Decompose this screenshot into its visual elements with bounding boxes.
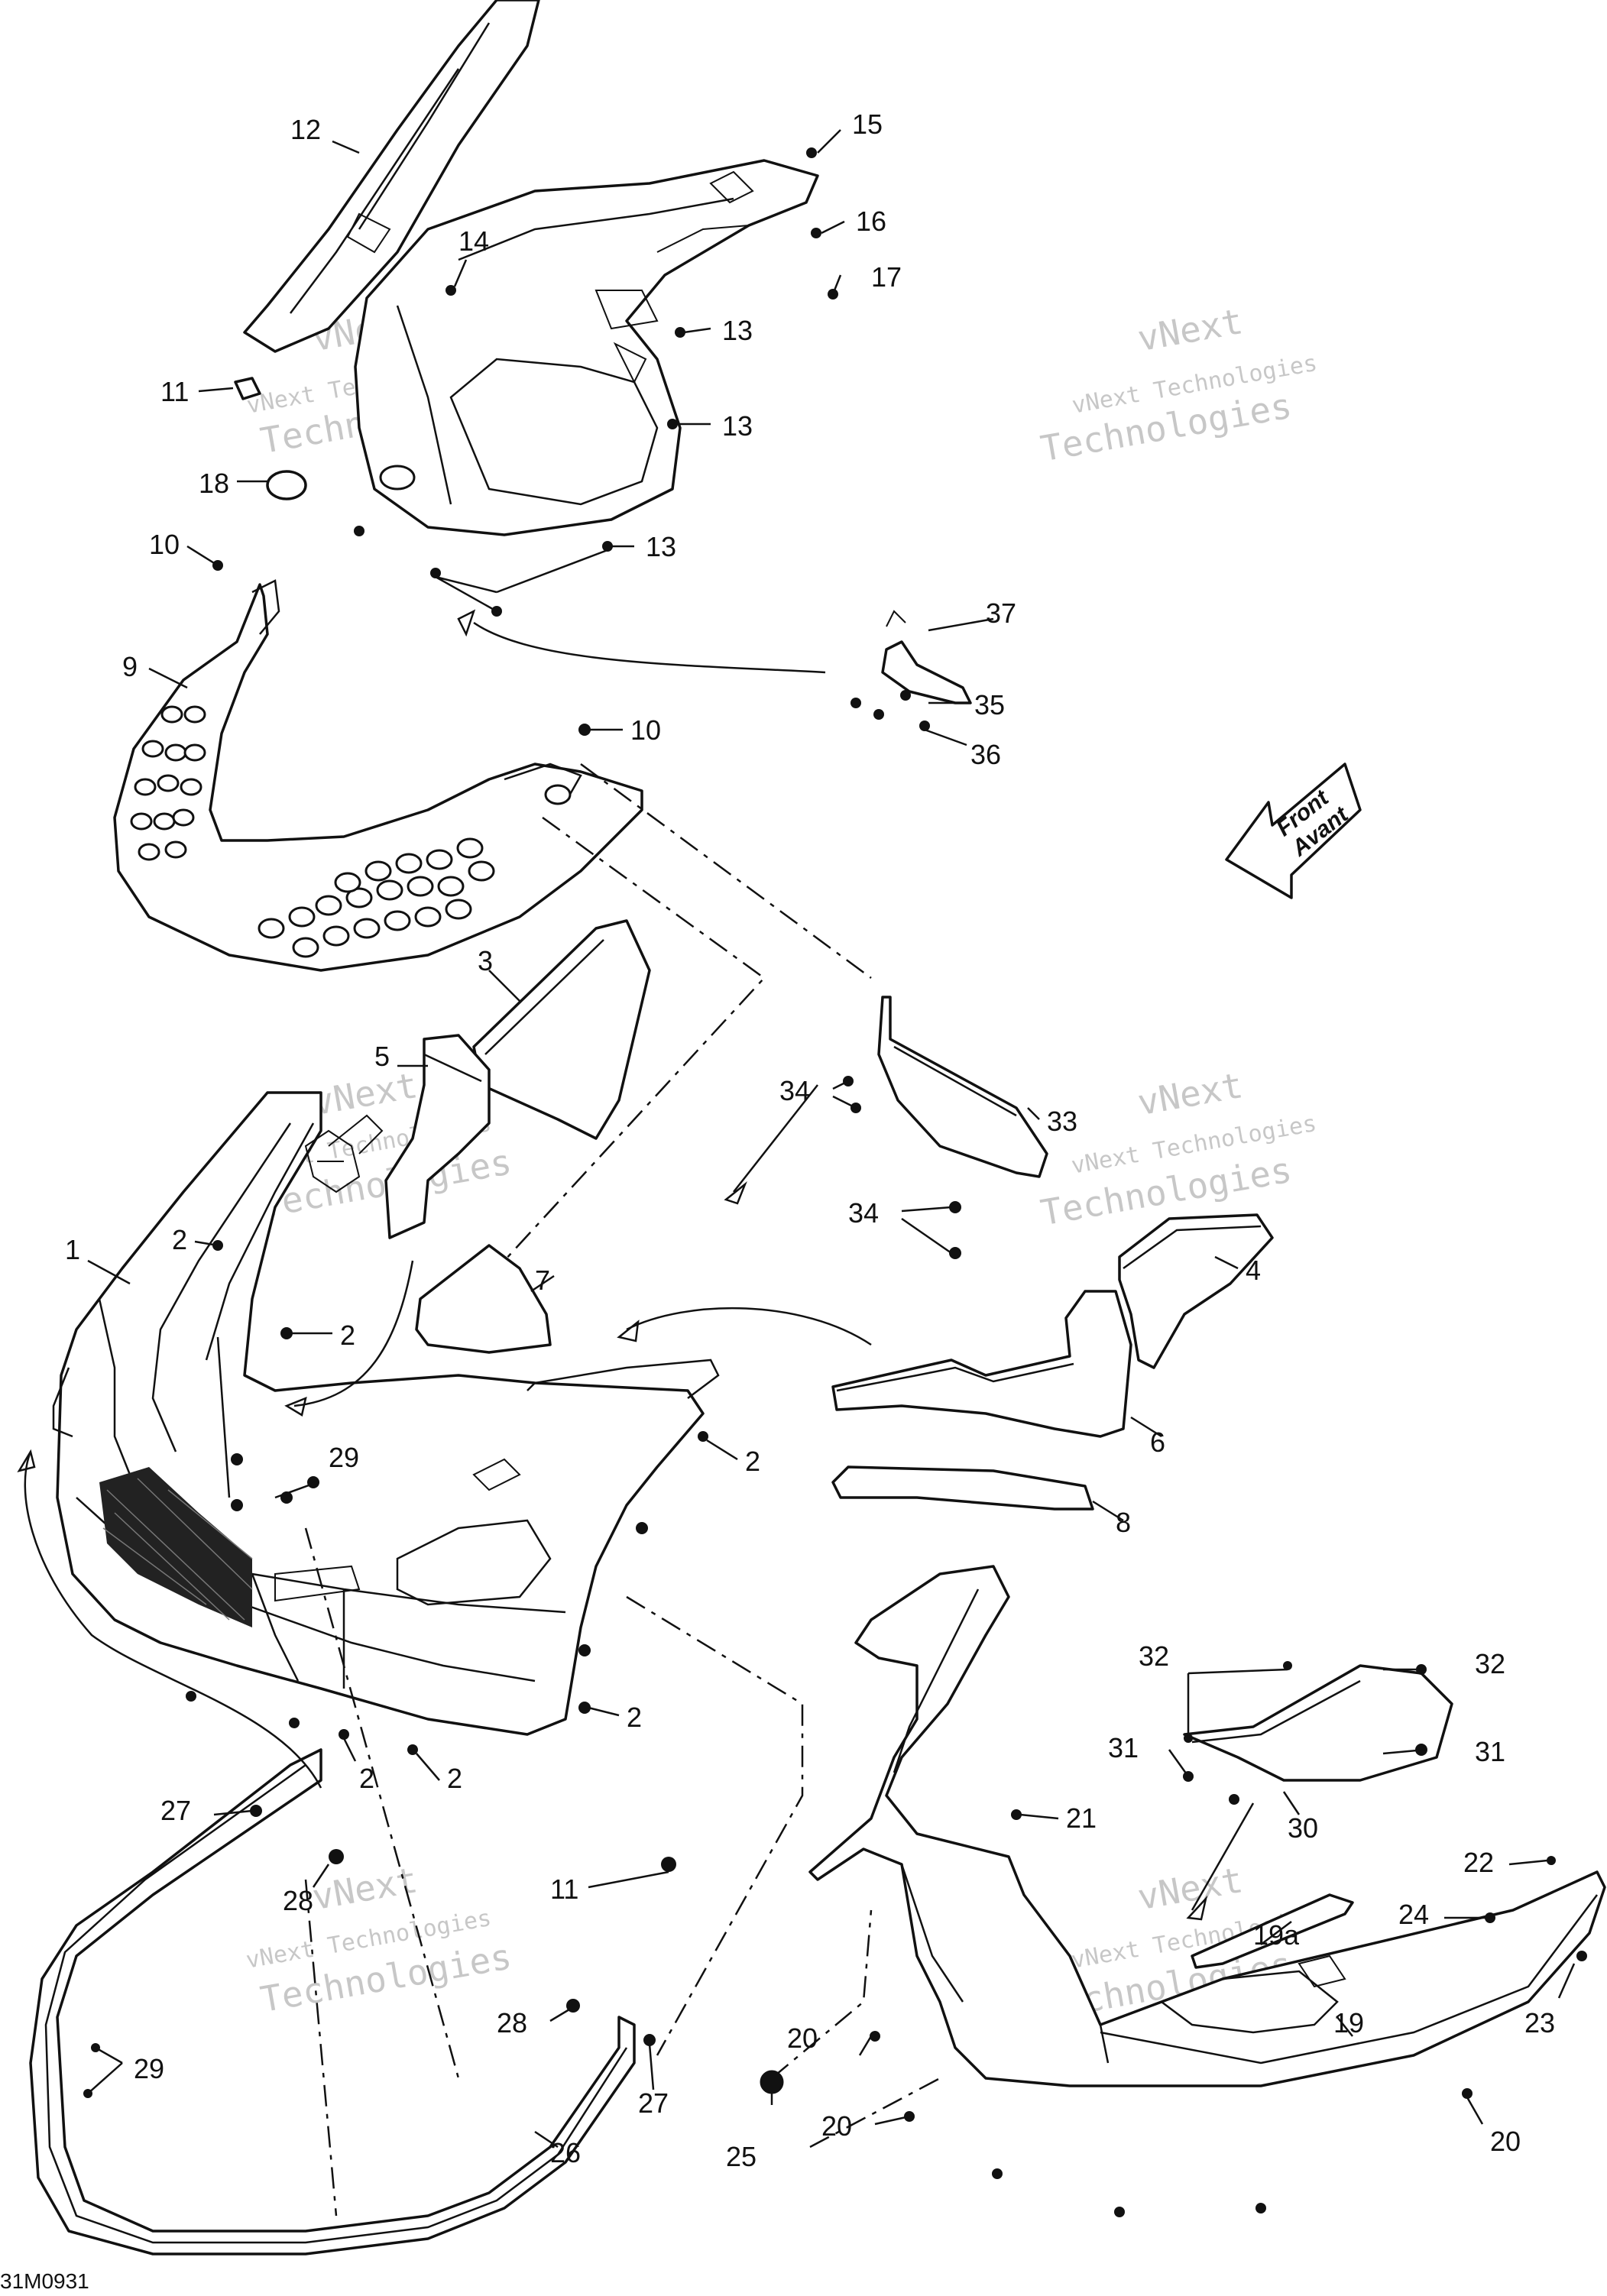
callout-33: 33 [1047, 1106, 1077, 1137]
part-11-clip-top [234, 377, 261, 400]
part-4-side-panel [1118, 1213, 1274, 1369]
callout-13: 13 [722, 315, 753, 346]
watermark-vnext: vNext [1135, 300, 1246, 359]
hood-grille [99, 1467, 253, 1627]
callout-7: 7 [535, 1265, 550, 1296]
callout-28: 28 [283, 1885, 313, 1916]
part-7-side-pad [415, 1244, 552, 1354]
part-35-bracket [881, 610, 972, 704]
callout-22: 22 [1463, 1847, 1494, 1878]
part-5-side-pad [384, 1034, 491, 1239]
callout-11: 11 [160, 376, 189, 407]
fasteners [83, 147, 1587, 2217]
callout-2: 2 [745, 1446, 760, 1477]
part-9-perforated-panel [113, 579, 643, 972]
callout-3: 3 [478, 945, 493, 976]
callout-13: 13 [722, 410, 753, 442]
part-8-trim [831, 1465, 1094, 1511]
perforation-holes [130, 705, 495, 958]
callout-26: 26 [550, 2137, 581, 2168]
callout-34: 34 [779, 1075, 810, 1106]
part-12-windshield-support [243, 0, 540, 353]
part-13-upper-panel [354, 159, 819, 536]
callout-20: 20 [787, 2022, 818, 2054]
callout-30: 30 [1288, 1812, 1318, 1844]
callout-14: 14 [458, 225, 489, 257]
callout-15: 15 [852, 108, 883, 140]
callout-16: 16 [856, 206, 886, 237]
callout-17: 17 [871, 261, 902, 293]
callout-1: 1 [65, 1234, 80, 1265]
watermark-vnext: vNext [1135, 1859, 1246, 1918]
callout-31: 31 [1475, 1736, 1505, 1767]
assembly-lines [17, 609, 1255, 2217]
callout-27: 27 [638, 2087, 669, 2119]
callout-19a: 19a [1253, 1919, 1300, 1951]
callout-20: 20 [821, 2110, 852, 2142]
callout-29: 29 [329, 1442, 359, 1473]
callout-32: 32 [1139, 1640, 1169, 1672]
callout-10: 10 [630, 714, 661, 746]
front-direction-arrow: Front Avant [1225, 763, 1362, 899]
callout-27: 27 [160, 1795, 191, 1826]
callout-31: 31 [1108, 1732, 1139, 1763]
callout-6: 6 [1150, 1426, 1165, 1458]
callout-23: 23 [1524, 2007, 1555, 2039]
callout-37: 37 [986, 597, 1016, 629]
callout-19: 19 [1333, 2007, 1364, 2039]
part-33-bracket [877, 996, 1048, 1178]
callout-35: 35 [974, 689, 1005, 721]
part-19a-strip [1191, 1893, 1354, 1969]
callout-13: 13 [646, 531, 676, 562]
part-3-side-pad [472, 919, 651, 1140]
callout-9: 9 [122, 651, 138, 682]
part-26-bumper [29, 1748, 636, 2256]
callout-2: 2 [359, 1763, 374, 1794]
callout-2: 2 [172, 1224, 187, 1255]
callout-24: 24 [1398, 1899, 1429, 1930]
callout-4: 4 [1246, 1255, 1261, 1286]
callout-12: 12 [290, 114, 321, 145]
callout-21: 21 [1066, 1802, 1097, 1834]
part-18-plug [266, 470, 307, 500]
callout-11: 11 [550, 1873, 578, 1905]
part-30-plate [1183, 1664, 1453, 1782]
callout-10: 10 [149, 529, 180, 560]
callout-8: 8 [1116, 1507, 1131, 1538]
callout-20: 20 [1490, 2126, 1521, 2157]
callout-2: 2 [447, 1763, 462, 1794]
callout-5: 5 [374, 1041, 390, 1072]
callout-18: 18 [199, 468, 229, 499]
callout-34: 34 [848, 1197, 879, 1229]
callout-2: 2 [340, 1320, 355, 1351]
part-19-lower-chassis [808, 1565, 1606, 2087]
callout-29: 29 [134, 2053, 164, 2084]
callout-28: 28 [497, 2007, 527, 2039]
callout-25: 25 [726, 2141, 757, 2172]
part-6-side-panel [831, 1290, 1132, 1438]
watermark-vnext: vNext [1135, 1064, 1246, 1123]
callout-36: 36 [970, 739, 1001, 770]
figure-reference: 31M0931 [0, 2269, 89, 2293]
watermarks: vNext vNext Technologies Technologies vN… [244, 300, 1319, 2028]
callout-numbers: 12 15 16 14 17 13 11 13 18 13 10 37 9 35… [65, 108, 1555, 2172]
callout-leaders [87, 129, 1576, 2149]
callout-32: 32 [1475, 1648, 1505, 1679]
watermark-vnext: vNext [309, 1064, 421, 1123]
callout-2: 2 [627, 1702, 642, 1733]
